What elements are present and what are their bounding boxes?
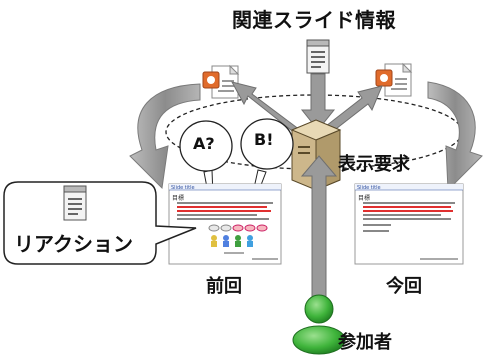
curved-arrow-left [129,83,201,190]
arrow-to-previous-slide [231,81,301,135]
related-slide-info-label: 関連スライド情報 [232,8,396,32]
curved-arrow-right [427,81,483,192]
previous-label: 前回 [206,276,242,297]
participant-label: 参加者 [338,332,392,353]
arrow-display-request-up [300,155,338,301]
previous-slide-thumbnail [168,183,282,265]
previous-slide-header: Slide title [171,185,195,191]
slide-file-icon-right [375,62,413,97]
current-slide-heading: 目標 [358,195,371,202]
reaction-callout [3,181,197,265]
current-slide-header: Slide title [357,185,381,191]
reaction-label: リアクション [14,232,133,256]
notepad-icon-reaction [63,185,87,221]
current-label: 今回 [386,276,422,297]
arrow-slide-info-down [300,73,336,131]
bubble-a-text: A? [193,134,215,153]
slide-file-icon-left [202,64,240,99]
bubble-b-text: B! [254,130,274,149]
notepad-icon-top [306,39,330,74]
participant-icon [292,294,346,355]
current-slide-thumbnail [354,183,464,265]
previous-slide-heading: 目標 [172,195,185,202]
arrow-to-current-slide [325,85,383,133]
display-request-label: 表示要求 [338,154,410,175]
